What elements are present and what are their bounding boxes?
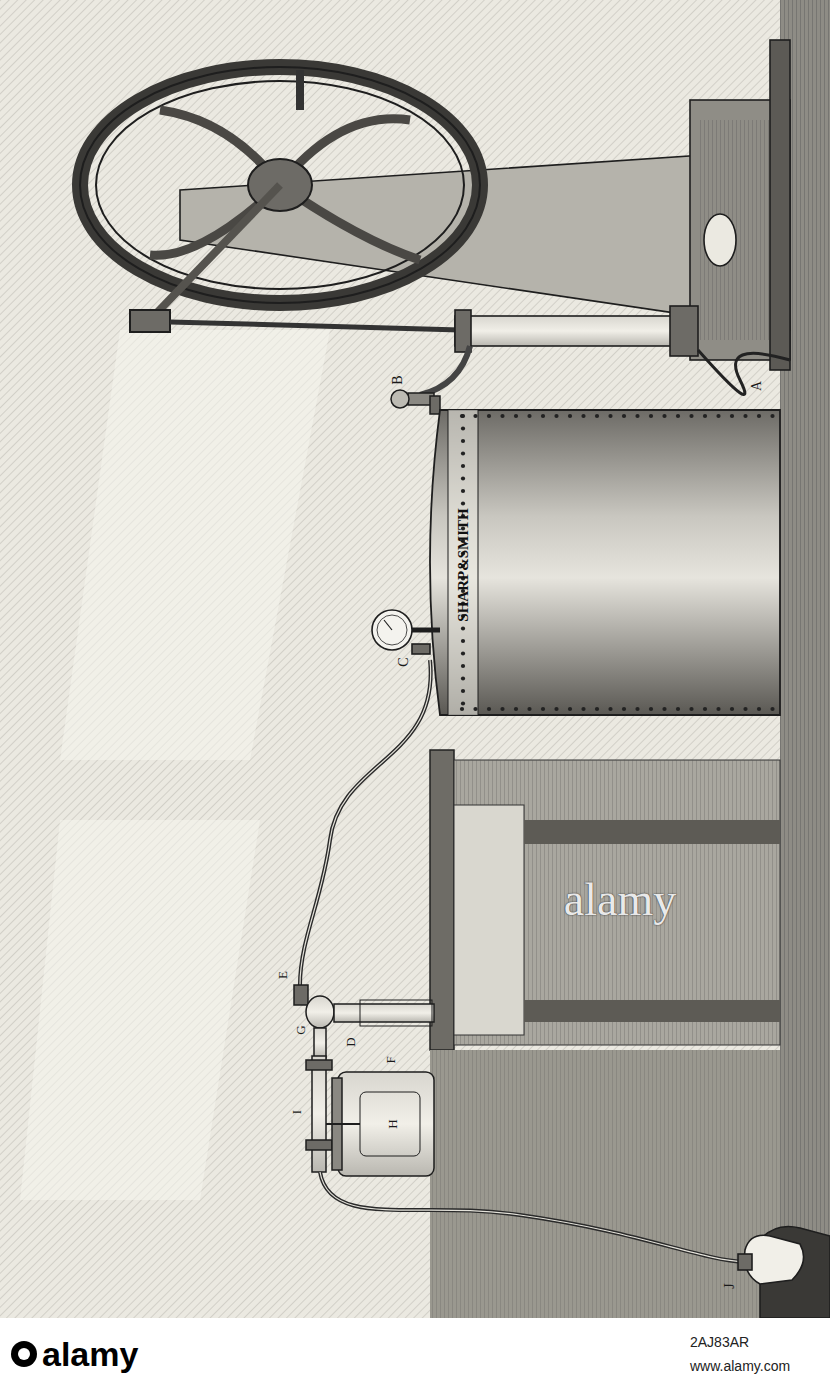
callout-letter: G [294,1025,307,1034]
intake-hose [698,350,790,395]
rivet [635,707,639,711]
rivet [514,707,518,711]
rivet [461,426,465,430]
valve [391,390,440,414]
rivet [461,414,465,418]
rivet [716,707,720,711]
watermark-url: www.alamy.com [690,1359,790,1373]
rivet [757,414,761,418]
rivet [461,664,465,668]
rivet [662,414,666,418]
hose [300,660,431,985]
rivet [461,676,465,680]
image-id: 2AJ83AR [690,1335,749,1349]
callout-letter: C [397,657,411,666]
watermark: alamy [564,877,676,923]
rivet [662,707,666,711]
hose [320,1172,745,1262]
rivet [473,707,477,711]
rivet [500,707,504,711]
rivet [757,707,761,711]
rivet [649,707,653,711]
rivet [608,707,612,711]
rivet [568,707,572,711]
rivet [461,439,465,443]
rivet [743,707,747,711]
rivet [730,414,734,418]
rivet [461,464,465,468]
shading [0,0,830,1318]
rivet [527,414,531,418]
rivet [581,414,585,418]
callout-letter: A [750,381,764,391]
rivet [461,489,465,493]
rivet [703,707,707,711]
rivet [473,414,477,418]
table [430,750,780,1318]
rivet [689,707,693,711]
rivet [568,414,572,418]
pump-cylinder [170,306,698,395]
rivet [730,707,734,711]
callout-letter: B [391,375,405,384]
rivet [622,414,626,418]
rivet [500,414,504,418]
watermark-logo: alamy [42,1337,138,1371]
rivet [514,414,518,418]
logo-mark [11,1341,37,1367]
rivet [461,689,465,693]
rivet [770,707,774,711]
rivet [461,639,465,643]
rivet [595,414,599,418]
callout-letter: D [344,1037,357,1046]
rivet [716,414,720,418]
rivet [554,707,558,711]
rivet [461,501,465,505]
rivet [487,414,491,418]
rivet [460,707,464,711]
light-rays [20,330,330,1200]
tank [430,410,780,715]
callout-letter: H [386,1119,399,1128]
picture-ground [0,0,830,1318]
callout-letter: F [384,1056,397,1063]
rivet [461,701,465,705]
rivet [622,707,626,711]
pressure-gauge [372,610,440,654]
rivet [541,707,545,711]
maker-name: SHARP&SMITH [456,508,471,621]
rivet [689,414,693,418]
rivet [461,451,465,455]
rivet [703,414,707,418]
rivet [461,626,465,630]
rivet [460,414,464,418]
rivet [527,707,531,711]
flywheel [80,67,480,332]
rivet [487,707,491,711]
rivet [743,414,747,418]
rivet [554,414,558,418]
callout-letter: I [290,1110,303,1114]
rivet [649,414,653,418]
rivet [635,414,639,418]
rivet [608,414,612,418]
rivet [461,651,465,655]
rivet [541,414,545,418]
rivet [676,414,680,418]
callout-letter: J [723,1283,737,1288]
rivet [461,476,465,480]
rivet [581,707,585,711]
watermark-bar [0,1318,830,1390]
rivet [770,414,774,418]
rivet [676,707,680,711]
hand [738,1227,830,1319]
rivet [595,707,599,711]
jar [306,1056,434,1176]
glass-fittings [294,985,434,1058]
callout-letter: E [276,971,289,979]
